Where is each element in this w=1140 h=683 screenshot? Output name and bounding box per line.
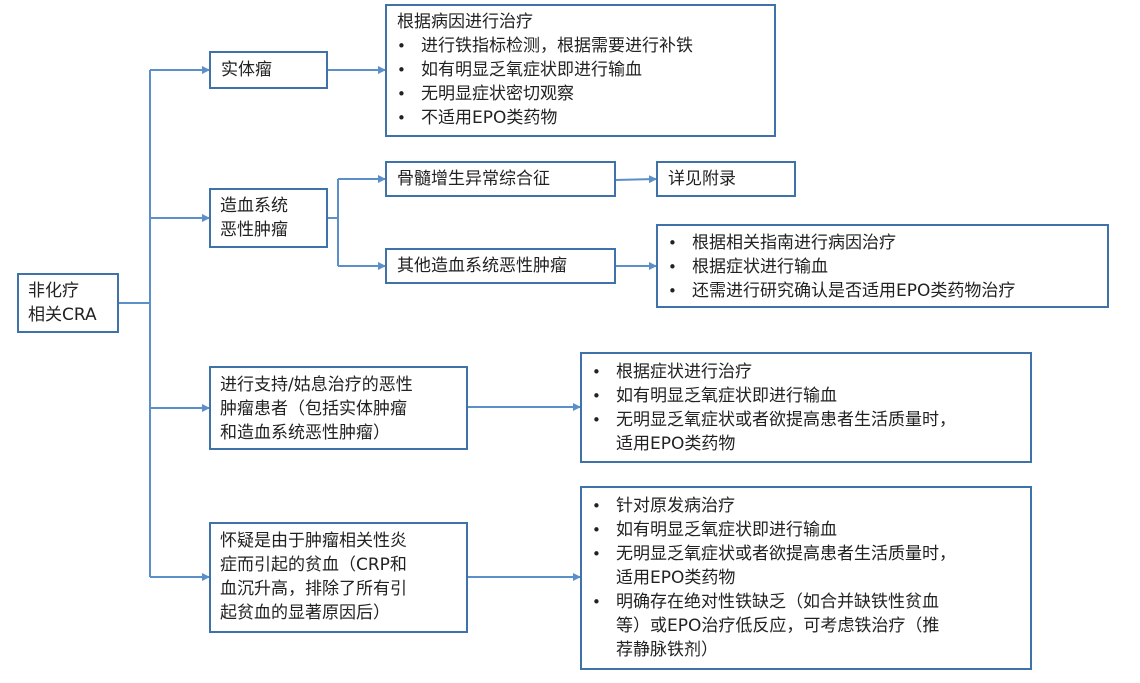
list-item-text: 无明显乏氧症状或者欲提高患者生活质量时， 适用EPO类药物 xyxy=(616,542,956,590)
palliative-label-line: 进行支持/姑息治疗的恶性 xyxy=(220,375,413,395)
list-item: • 根据症状进行治疗 xyxy=(592,360,1020,384)
list-item: • 如有明显乏氧症状即进行输血 xyxy=(592,384,1020,408)
heme-malignancy-node: 造血系统 恶性肿瘤 xyxy=(209,188,328,248)
text-line: 荐静脉铁剂） xyxy=(616,640,718,660)
text-line: 如有明显乏氧症状即进行输血 xyxy=(616,520,837,540)
bullet: • xyxy=(592,411,601,429)
solid-tumor-detail-box: 根据病因进行治疗 • 进行铁指标检测，根据需要进行补铁 • 如有明显乏氧症状即进行输… xyxy=(385,4,776,137)
bullet: • xyxy=(397,85,406,103)
list-item-text: 根据症状进行输血 xyxy=(692,257,828,277)
bullet: • xyxy=(592,363,601,381)
text-line: 等）或EPO治疗低反应，可考虑铁治疗（推 xyxy=(616,616,940,636)
list-item: • 根据相关指南进行病因治疗 xyxy=(668,231,1097,255)
list-item: • 无明显乏氧症状或者欲提高患者生活质量时， 适用EPO类药物 xyxy=(592,542,1020,590)
list-item: • 进行铁指标检测，根据需要进行补铁 xyxy=(397,34,764,58)
inflammation-detail-box: • 针对原发病治疗 • 如有明显乏氧症状即进行输血 • 无明显乏氧症状或者欲提高患者生… xyxy=(580,486,1032,670)
bullet: • xyxy=(592,387,601,405)
inflammation-label-line: 起贫血的显著原因后） xyxy=(220,603,390,623)
mds-label: 骨髓增生异常综合征 xyxy=(397,169,550,189)
inflammation-anemia-node: 怀疑是由于肿瘤相关性炎 症而引起的贫血（CRP和 血沉升高，排除了所有引 起贫血… xyxy=(209,522,468,633)
text-line: 明确存在绝对性铁缺乏（如合并缺铁性贫血 xyxy=(616,592,939,612)
heme-label-line: 造血系统 xyxy=(220,196,288,216)
text-line: 适用EPO类药物 xyxy=(616,434,736,454)
other-heme-label: 其他造血系统恶性肿瘤 xyxy=(397,256,567,276)
inflammation-label-line: 症而引起的贫血（CRP和 xyxy=(220,555,407,575)
list-item-text: 进行铁指标检测，根据需要进行补铁 xyxy=(421,36,693,56)
list-item-text: 明确存在绝对性铁缺乏（如合并缺铁性贫血等）或EPO治疗低反应，可考虑铁治疗（推荐… xyxy=(616,590,939,662)
bullet: • xyxy=(397,109,406,127)
root-node: 非化疗 相关CRA xyxy=(17,273,119,333)
mds-node: 骨髓增生异常综合征 xyxy=(385,161,616,197)
text-line: 无明显乏氧症状或者欲提高患者生活质量时， xyxy=(616,544,956,564)
list-item-text: 无明显乏氧症状或者欲提高患者生活质量时， 适用EPO类药物 xyxy=(616,408,956,456)
palliative-node: 进行支持/姑息治疗的恶性 肿瘤患者（包括实体肿瘤 和造血系统恶性肿瘤） xyxy=(209,366,468,450)
list-item-text: 不适用EPO类药物 xyxy=(421,108,558,128)
list-item-text: 如有明显乏氧症状即进行输血 xyxy=(421,60,642,80)
list-item: • 明确存在绝对性铁缺乏（如合并缺铁性贫血等）或EPO治疗低反应，可考虑铁治疗（推… xyxy=(592,590,1020,662)
list-item: • 不适用EPO类药物 xyxy=(397,106,764,130)
text-line: 如有明显乏氧症状即进行输血 xyxy=(616,386,837,406)
appendix-label: 详见附录 xyxy=(668,169,736,189)
text-line: 针对原发病治疗 xyxy=(616,496,735,516)
list-item: • 无明显症状密切观察 xyxy=(397,82,764,106)
list-item: • 如有明显乏氧症状即进行输血 xyxy=(592,518,1020,542)
root-label-line: 非化疗 xyxy=(28,281,79,301)
bullet: • xyxy=(592,545,601,563)
solid-tumor-label: 实体瘤 xyxy=(221,60,272,80)
text-line: 适用EPO类药物 xyxy=(616,568,736,588)
list-item: • 无明显乏氧症状或者欲提高患者生活质量时， 适用EPO类药物 xyxy=(592,408,1020,456)
palliative-label-line: 和造血系统恶性肿瘤） xyxy=(220,423,390,443)
bullet: • xyxy=(668,258,677,276)
list-item-text: 无明显症状密切观察 xyxy=(421,84,574,104)
list-item-text: 根据相关指南进行病因治疗 xyxy=(692,233,896,253)
list-item-text: 还需进行研究确认是否适用EPO类药物治疗 xyxy=(692,281,1016,301)
text-line: 根据症状进行治疗 xyxy=(616,362,752,382)
list-item: • 根据症状进行输血 xyxy=(668,255,1097,279)
bullet: • xyxy=(592,521,601,539)
bullet: • xyxy=(592,593,601,611)
bullet: • xyxy=(668,282,677,300)
heme-label-line: 恶性肿瘤 xyxy=(220,220,288,240)
palliative-detail-box: • 根据症状进行治疗 • 如有明显乏氧症状即进行输血 • 无明显乏氧症状或者欲提高患者… xyxy=(580,352,1032,463)
list-item-text: 根据症状进行治疗 xyxy=(616,360,752,384)
other-heme-node: 其他造血系统恶性肿瘤 xyxy=(385,248,616,284)
list-item-text: 如有明显乏氧症状即进行输血 xyxy=(616,518,837,542)
other-heme-detail-box: • 根据相关指南进行病因治疗 • 根据症状进行输血 • 还需进行研究确认是否适用EPO… xyxy=(656,224,1109,308)
list-item-text: 如有明显乏氧症状即进行输血 xyxy=(616,384,837,408)
list-item: • 如有明显乏氧症状即进行输血 xyxy=(397,58,764,82)
inflammation-label-line: 怀疑是由于肿瘤相关性炎 xyxy=(220,531,407,551)
palliative-label-line: 肿瘤患者（包括实体肿瘤 xyxy=(220,399,407,419)
bullet: • xyxy=(397,61,406,79)
root-label-line: 相关CRA xyxy=(28,305,97,325)
solid-tumor-detail-title: 根据病因进行治疗 xyxy=(397,12,533,32)
inflammation-label-line: 血沉升高，排除了所有引 xyxy=(220,579,407,599)
arrow-to-appendix xyxy=(614,175,657,184)
bullet: • xyxy=(668,234,677,252)
list-item-text: 针对原发病治疗 xyxy=(616,494,735,518)
appendix-node: 详见附录 xyxy=(656,161,796,197)
solid-tumor-node: 实体瘤 xyxy=(209,51,328,89)
list-item: • 针对原发病治疗 xyxy=(592,494,1020,518)
bullet: • xyxy=(592,497,601,515)
text-line: 无明显乏氧症状或者欲提高患者生活质量时， xyxy=(616,410,956,430)
list-item: • 还需进行研究确认是否适用EPO类药物治疗 xyxy=(668,279,1097,303)
bullet: • xyxy=(397,37,406,55)
